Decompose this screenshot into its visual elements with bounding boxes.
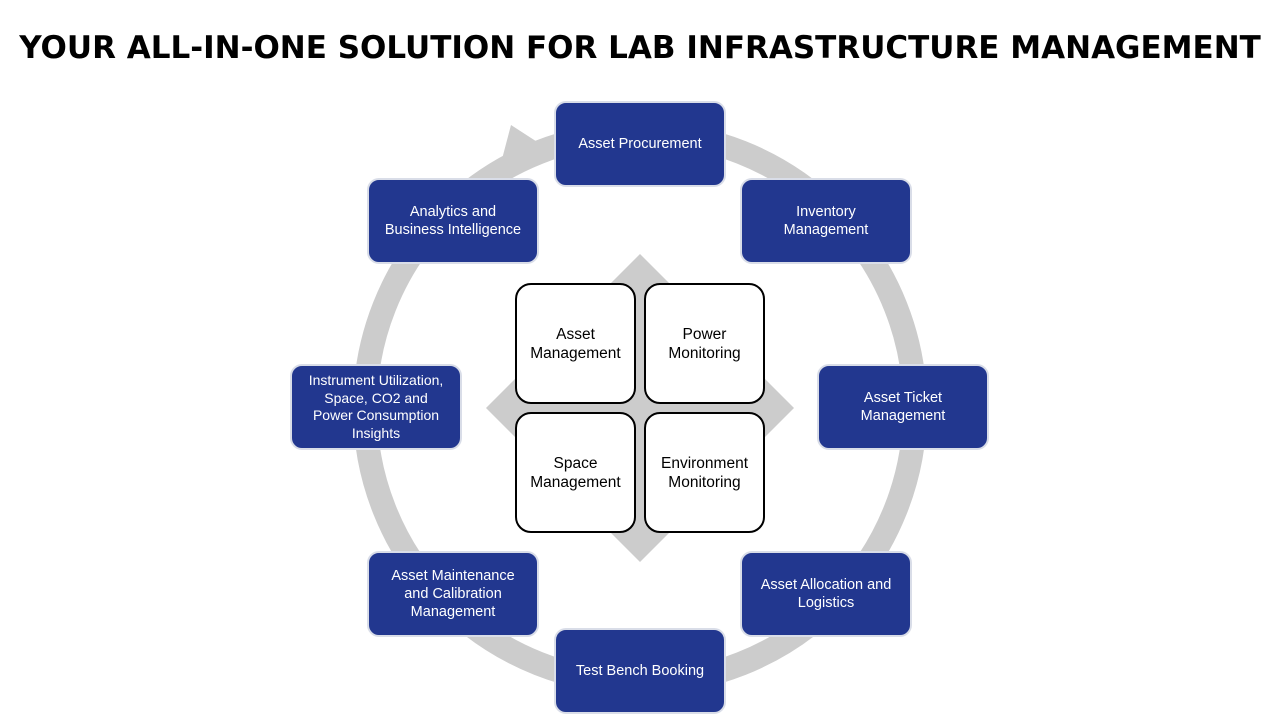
step-asset-procurement: Asset Procurement [554, 101, 726, 187]
step-instrument-utilization-insights: Instrument Utilization, Space, CO2 and P… [290, 364, 462, 450]
step-test-bench-booking: Test Bench Booking [554, 628, 726, 714]
step-analytics-business-intelligence: Analytics and Business Intelligence [367, 178, 539, 264]
step-inventory-management: Inventory Management [740, 178, 912, 264]
step-asset-ticket-management: Asset Ticket Management [817, 364, 989, 450]
step-asset-maintenance-calibration: Asset Maintenance and Calibration Manage… [367, 551, 539, 637]
step-asset-allocation-logistics: Asset Allocation and Logistics [740, 551, 912, 637]
core-space-management: Space Management [515, 412, 636, 533]
cycle-arrow-head [497, 125, 545, 178]
core-power-monitoring: Power Monitoring [644, 283, 765, 404]
page-title: YOUR ALL-IN-ONE SOLUTION FOR LAB INFRAST… [19, 30, 1261, 66]
core-asset-management: Asset Management [515, 283, 636, 404]
core-environment-monitoring: Environment Monitoring [644, 412, 765, 533]
